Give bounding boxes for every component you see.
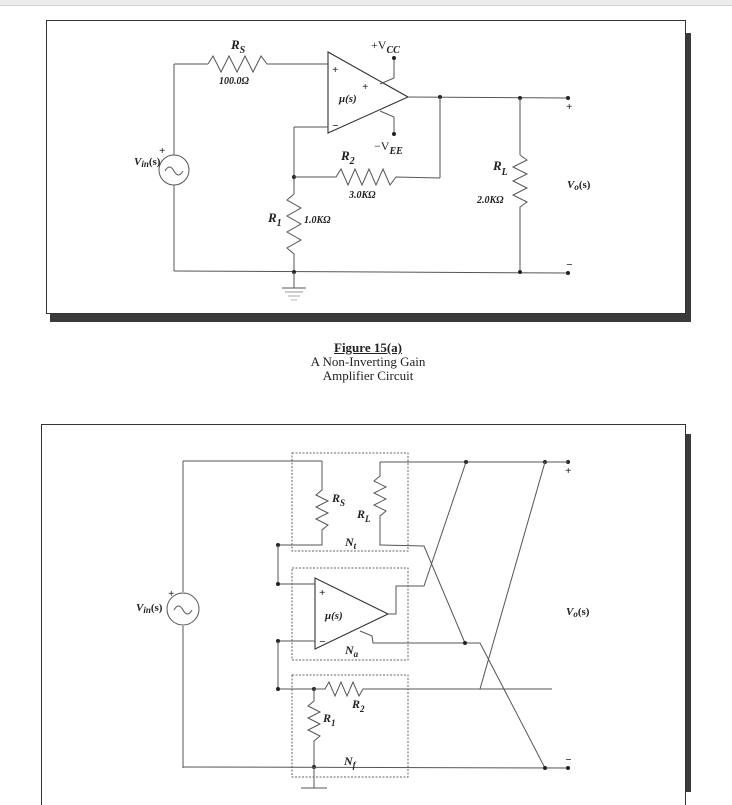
wire: [379, 110, 395, 118]
resistor-r2-icon: [314, 680, 552, 698]
vo-minus: −: [565, 754, 572, 766]
vcc-label: +VCC: [371, 38, 400, 56]
node: [276, 687, 280, 691]
wire: [379, 77, 395, 85]
vee-label: −VEE: [374, 139, 403, 157]
rl-label: RL: [356, 507, 371, 524]
vcc-node: [392, 56, 396, 60]
vin-polarity-plus: +: [159, 145, 165, 157]
wire: [479, 461, 546, 690]
wire: [407, 96, 569, 99]
sine-wave-icon: [164, 166, 184, 176]
vo-plus: +: [566, 101, 572, 113]
nf-network-box: [291, 674, 409, 778]
ac-source-icon: [166, 592, 200, 626]
ac-source-icon: [158, 154, 190, 186]
opamp-gain-label: μ(s): [324, 610, 343, 622]
wire: [388, 461, 467, 615]
figure-b-frame: [41, 424, 686, 805]
vin-label: Vin(s): [136, 602, 163, 615]
resistor-r1-icon: [306, 689, 322, 767]
r1-value: 1.0KΩ: [304, 215, 331, 226]
opamp-supply-plus: +: [362, 81, 368, 93]
output-minus-terminal: [566, 271, 570, 275]
node: [518, 270, 522, 274]
figure-a-caption: Figure 15(a) A Non-Inverting Gain Amplif…: [268, 341, 468, 383]
r2-value: 3.0KΩ: [348, 190, 376, 201]
rl-value: 2.0KΩ: [476, 195, 504, 206]
vin-label: Vin(s): [134, 156, 161, 169]
resistor-rs-icon: [207, 54, 328, 74]
na-network-box: [291, 567, 409, 661]
output-minus-terminal: [566, 766, 570, 770]
node: [543, 766, 547, 770]
rs-label: RS: [230, 37, 246, 56]
opamp-minus-input: −: [319, 636, 326, 648]
figure-a-shadow-right: [684, 33, 691, 322]
opamp-triangle-icon: [327, 51, 410, 134]
wire: [173, 270, 569, 274]
resistor-rl-icon: [511, 154, 529, 272]
resistor-rl-icon: [372, 462, 466, 644]
wire: [359, 630, 546, 769]
vo-label: Vo(s): [567, 179, 591, 192]
vee-node: [392, 132, 396, 136]
r1-label: R1: [267, 210, 282, 229]
rs-label: RS: [331, 491, 345, 508]
opamp-triangle-icon: [314, 577, 390, 650]
vin-polarity-plus: +: [168, 588, 174, 600]
wire: [182, 766, 569, 769]
opamp-plus-input: +: [319, 587, 325, 599]
vo-plus: +: [565, 465, 571, 477]
nt-label: Nt: [344, 535, 357, 551]
r2-label: R2: [351, 697, 365, 714]
opamp-gain-label: μ(s): [338, 93, 357, 105]
node: [276, 582, 280, 586]
rs-value: 100.0Ω: [219, 76, 250, 87]
sine-wave-icon: [173, 605, 193, 615]
ground-icon: [282, 272, 306, 301]
viewer-top-bar: [0, 0, 732, 6]
opamp-minus-input: −: [332, 120, 339, 132]
resistor-r1-icon: [285, 193, 303, 271]
r2-label: R2: [340, 148, 355, 167]
figure-caption-line-1: A Non-Inverting Gain: [310, 354, 426, 369]
vo-minus: −: [566, 259, 573, 271]
figure-title: Figure 15(a): [334, 340, 402, 355]
opamp-plus-input: +: [332, 64, 338, 76]
rl-label: RL: [492, 158, 508, 178]
nf-label: Nf: [343, 754, 357, 770]
na-label: Na: [344, 643, 359, 659]
figure-a-shadow: [50, 312, 691, 322]
resistor-r2-icon: [294, 167, 441, 187]
r1-label: R1: [322, 711, 336, 728]
node: [463, 641, 467, 645]
resistor-rs-icon: [278, 461, 330, 546]
vo-label: Vo(s): [566, 606, 590, 619]
nt-network-box: [291, 452, 409, 552]
figure-b-shadow-right: [684, 434, 691, 792]
figure-caption-line-2: Amplifier Circuit: [322, 368, 414, 383]
output-plus-terminal: [566, 96, 570, 100]
ground-icon: [301, 767, 327, 789]
figure-a-frame: [46, 20, 686, 314]
